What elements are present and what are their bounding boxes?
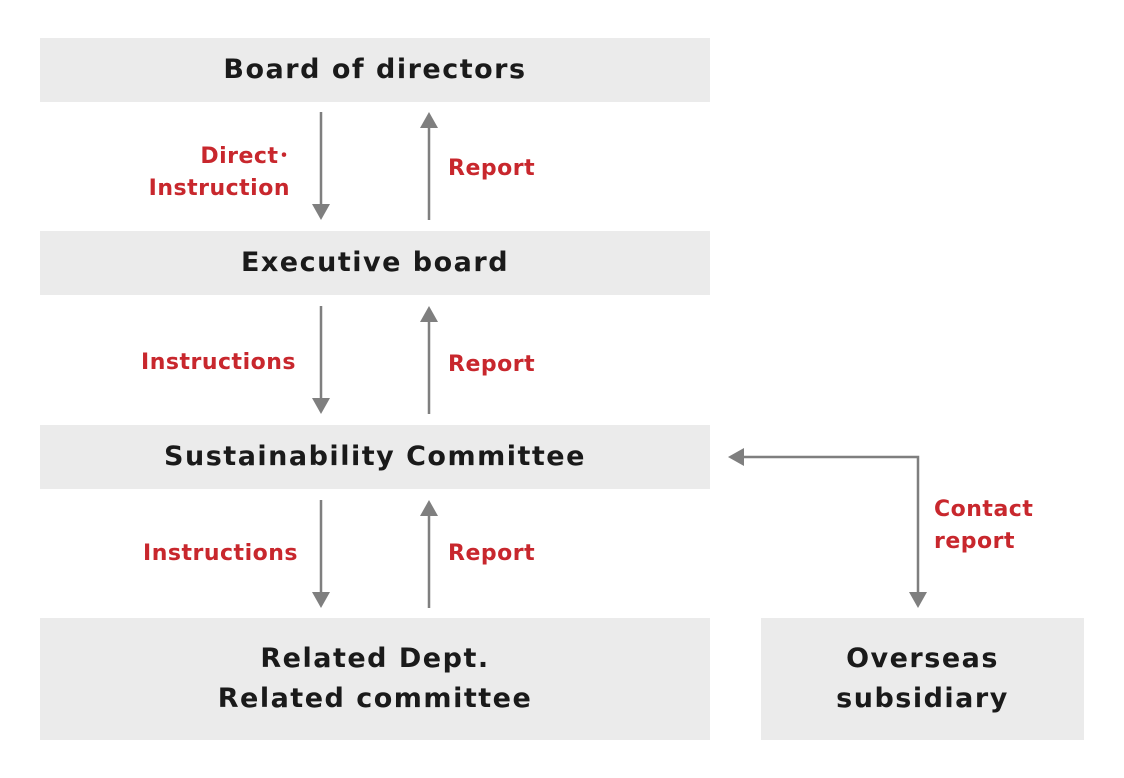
direct-label-line1: Direct･ <box>200 144 290 169</box>
subsidiary-label: subsidiary <box>836 683 1009 714</box>
related-dept-label: Related Dept. <box>260 643 490 674</box>
direct-instruction-label: Direct･ Instruction <box>149 141 290 205</box>
report-label-1: Report <box>448 156 536 181</box>
report-label-3: Report <box>448 541 536 566</box>
sustainability-committee-box: Sustainability Committee <box>40 425 710 489</box>
overseas-label: Overseas <box>846 643 999 674</box>
contact-label-line2: report <box>934 529 1015 554</box>
arrowhead-up-2 <box>420 306 438 322</box>
overseas-subsidiary-box: Overseas subsidiary <box>761 618 1084 740</box>
arrowhead-down-overseas <box>909 592 927 608</box>
arrowhead-up-3 <box>420 500 438 516</box>
report-label-2: Report <box>448 352 536 377</box>
instructions-label-2: Instructions <box>141 350 296 375</box>
related-dept-box: Related Dept. Related committee <box>40 618 710 740</box>
executive-board-box: Executive board <box>40 231 710 295</box>
arrowhead-down-1 <box>312 204 330 220</box>
instructions-label-3: Instructions <box>143 541 298 566</box>
arrowhead-up-1 <box>420 112 438 128</box>
executive-board-label: Executive board <box>240 247 510 278</box>
contact-report-connector <box>744 455 920 594</box>
board-of-directors-label: Board of directors <box>223 54 527 85</box>
related-committee-label: Related committee <box>217 683 533 714</box>
board-of-directors-box: Board of directors <box>40 38 710 102</box>
sustainability-committee-label: Sustainability Committee <box>164 441 586 472</box>
contact-report-label: Contact report <box>934 494 1033 558</box>
arrowhead-left-sustainability <box>728 448 744 466</box>
arrowhead-down-3 <box>312 592 330 608</box>
direct-label-line2: Instruction <box>148 176 290 201</box>
arrowhead-down-2 <box>312 398 330 414</box>
contact-label-line1: Contact <box>934 497 1034 522</box>
